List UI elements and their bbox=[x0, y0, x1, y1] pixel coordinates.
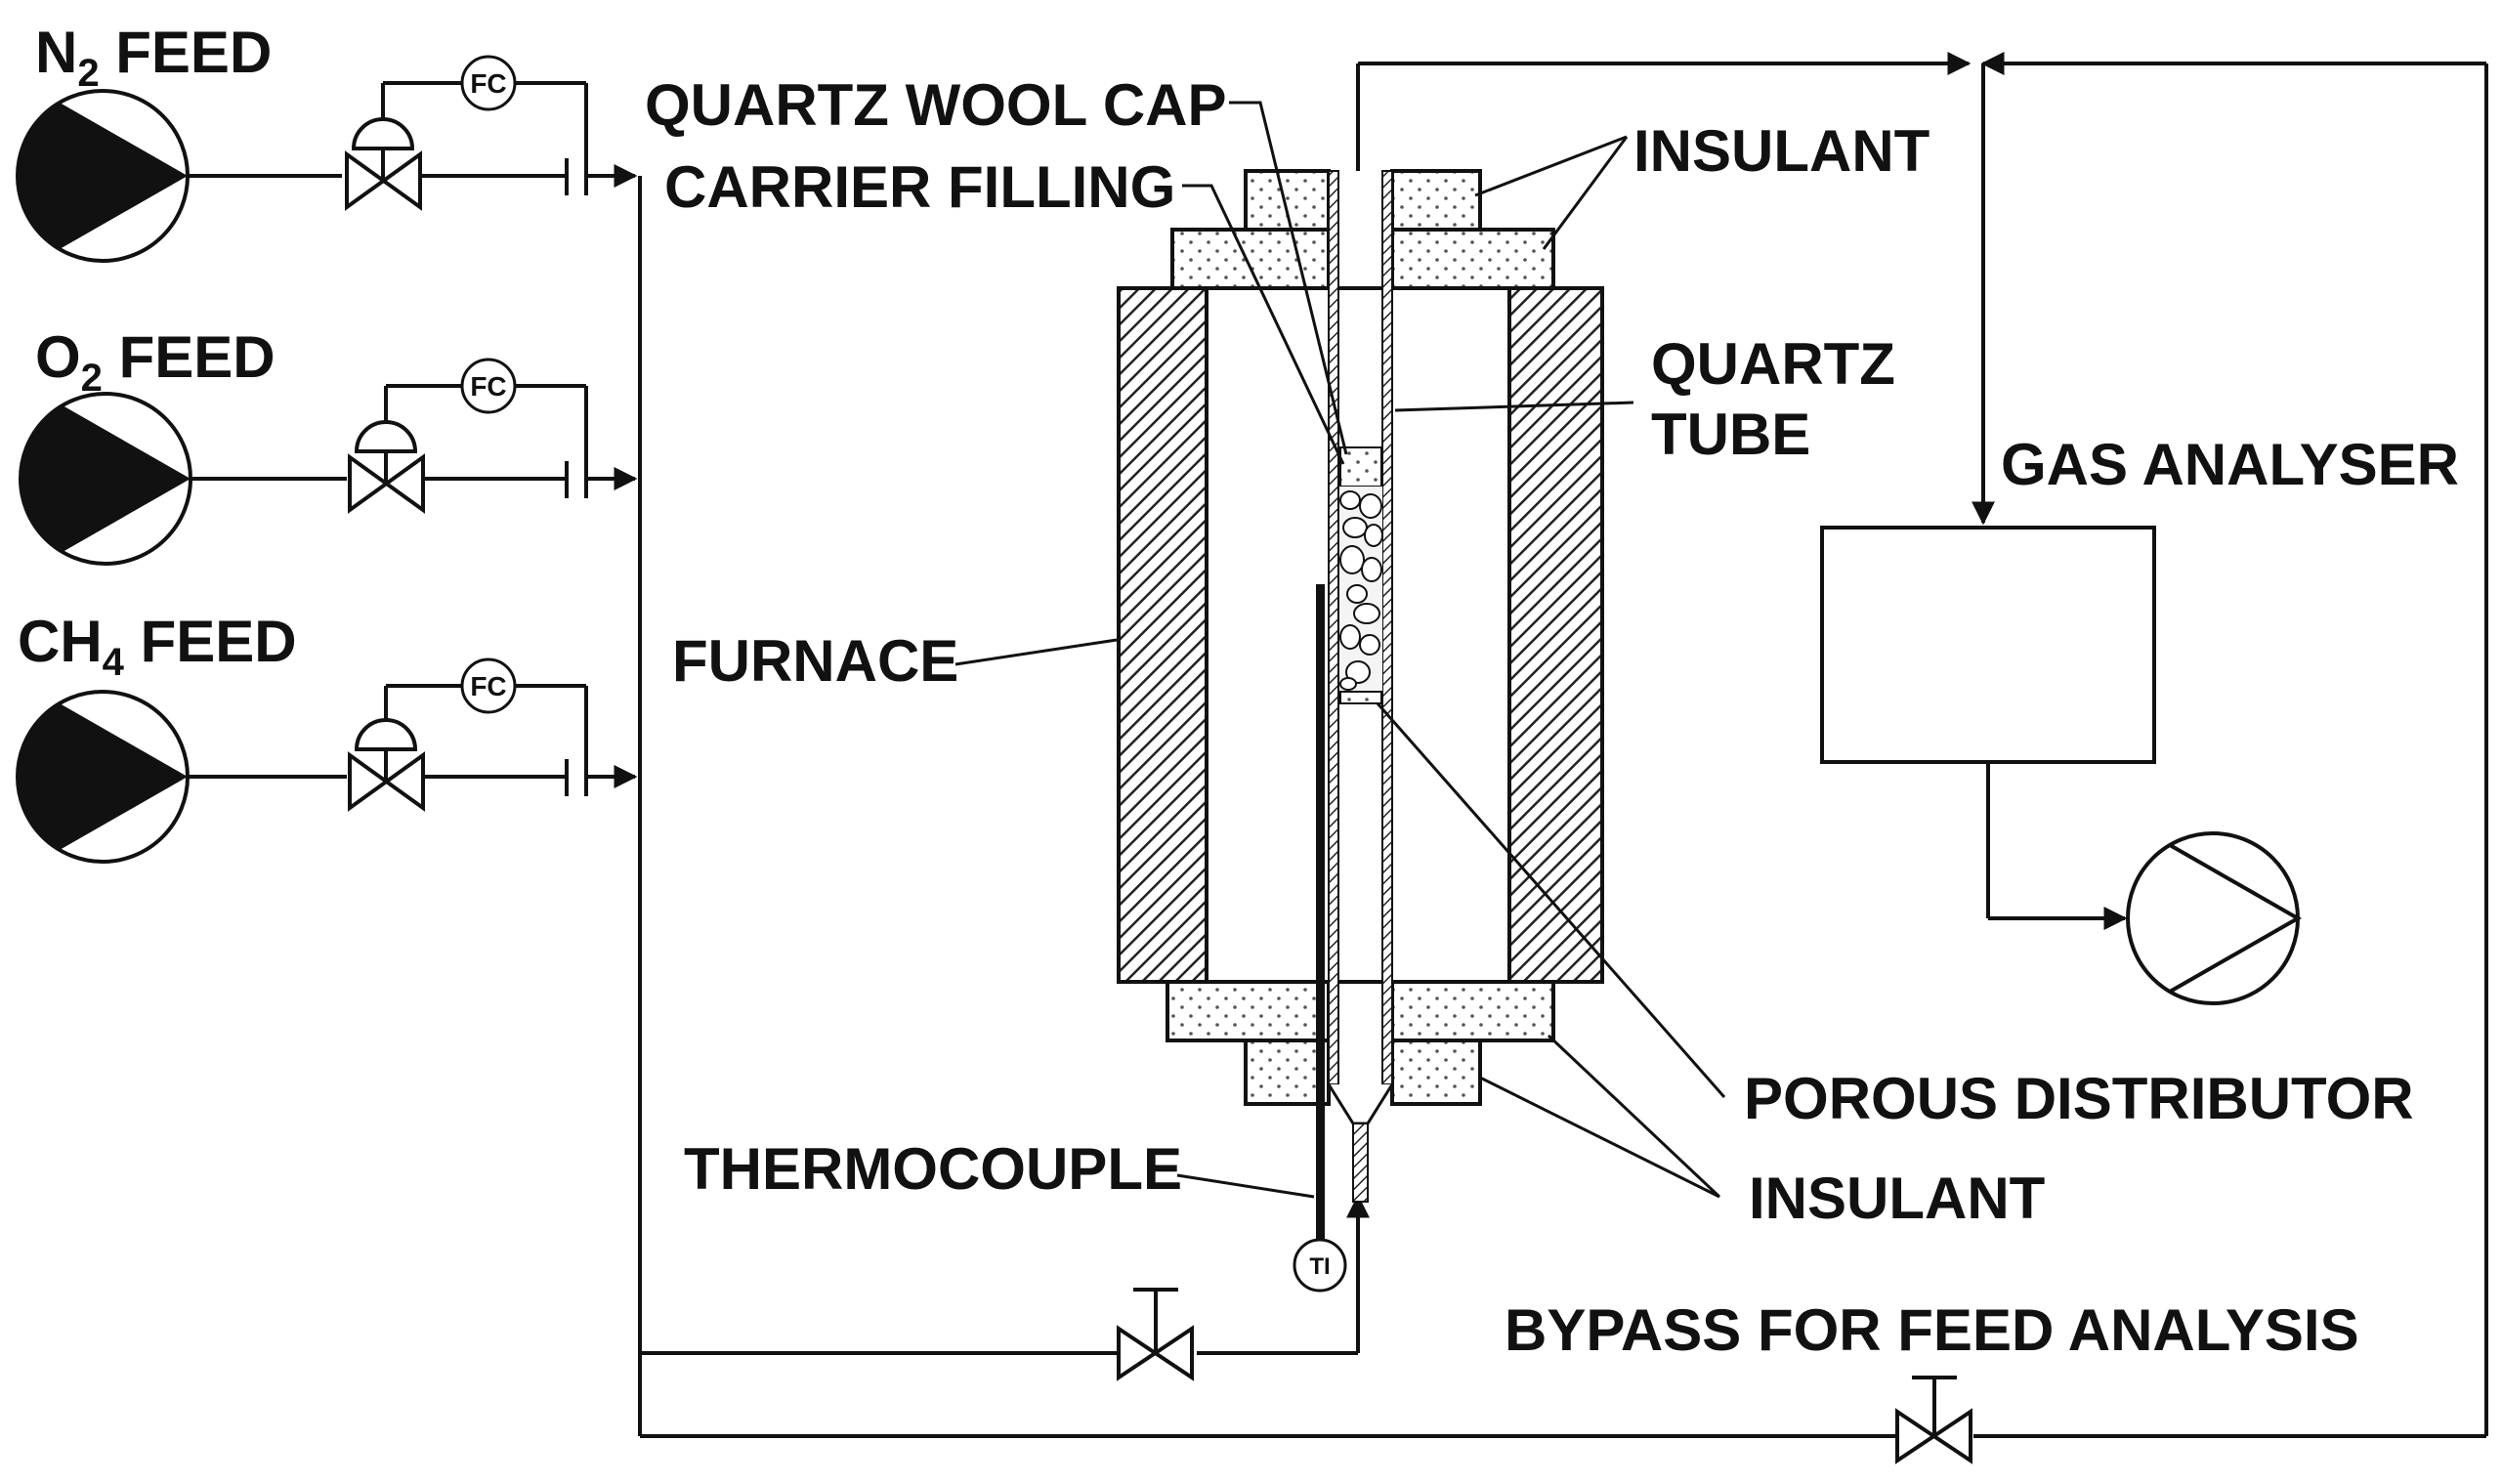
quartz-tube-label-line1: QUARTZ bbox=[1651, 331, 1895, 397]
gas-analyser-label: GAS ANALYSER bbox=[2001, 432, 2459, 497]
n2-feed-label: N2 FEED bbox=[35, 20, 272, 95]
n2-feed-control-valve-icon bbox=[345, 117, 422, 211]
ch4-feed-control-valve-icon bbox=[348, 718, 425, 812]
carrier-filling bbox=[1339, 487, 1383, 692]
porous-distributor bbox=[1339, 691, 1382, 704]
o2-feed-pump-icon bbox=[19, 392, 192, 566]
n2-feed-pump-icon bbox=[16, 89, 190, 263]
ch4-feed-pump-icon bbox=[16, 690, 190, 864]
n2-orifice-icon bbox=[565, 158, 588, 195]
ch4-orifice-icon bbox=[565, 759, 588, 796]
ti-label: TI bbox=[1309, 1253, 1330, 1280]
quartz-tube-label-line2: TUBE bbox=[1651, 402, 1810, 467]
bypass-label: BYPASS FOR FEED ANALYSIS bbox=[1505, 1297, 2359, 1363]
exhaust-pump-icon bbox=[2126, 831, 2303, 1005]
n2-flow-controller: FC bbox=[460, 55, 517, 111]
insulant-bottom-label: INSULANT bbox=[1749, 1166, 2045, 1231]
o2-feed-control-valve-icon bbox=[348, 420, 425, 514]
ch4-flow-controller: FC bbox=[460, 657, 517, 714]
o2-feed-label: O2 FEED bbox=[35, 324, 276, 400]
bypass-valve-icon bbox=[1895, 1376, 1972, 1464]
quartz-wool-cap-label: QUARTZ WOOL CAP bbox=[645, 72, 1227, 138]
o2-orifice-icon bbox=[565, 461, 588, 498]
furnace bbox=[1117, 286, 1604, 984]
ch4-feed-label: CH4 FEED bbox=[18, 609, 297, 684]
n2-feed-line: FC N2 FEED bbox=[16, 20, 638, 263]
leader-lines bbox=[954, 101, 1726, 1199]
ch4-fc-label: FC bbox=[470, 671, 506, 701]
thermocouple bbox=[1316, 584, 1325, 1241]
temperature-indicator: TI bbox=[1293, 1238, 1347, 1293]
insulant-top-label: INSULANT bbox=[1633, 118, 1930, 184]
gas-analyser bbox=[1820, 526, 2156, 764]
furnace-label: FURNACE bbox=[672, 628, 958, 694]
o2-feed-line: FC O2 FEED bbox=[19, 324, 638, 566]
carrier-filling-label: CARRIER FILLING bbox=[664, 154, 1175, 220]
o2-fc-label: FC bbox=[470, 371, 506, 402]
porous-distributor-label: POROUS DISTRIBUTOR bbox=[1744, 1066, 2414, 1131]
n2-fc-label: FC bbox=[470, 68, 506, 99]
feed-manifold bbox=[638, 52, 2488, 1438]
thermocouple-label: THERMOCOUPLE bbox=[684, 1136, 1182, 1202]
o2-flow-controller: FC bbox=[460, 358, 517, 414]
ch4-feed-line: FC CH4 FEED bbox=[16, 609, 638, 864]
reactor-feed-valve-icon bbox=[1117, 1288, 1194, 1381]
